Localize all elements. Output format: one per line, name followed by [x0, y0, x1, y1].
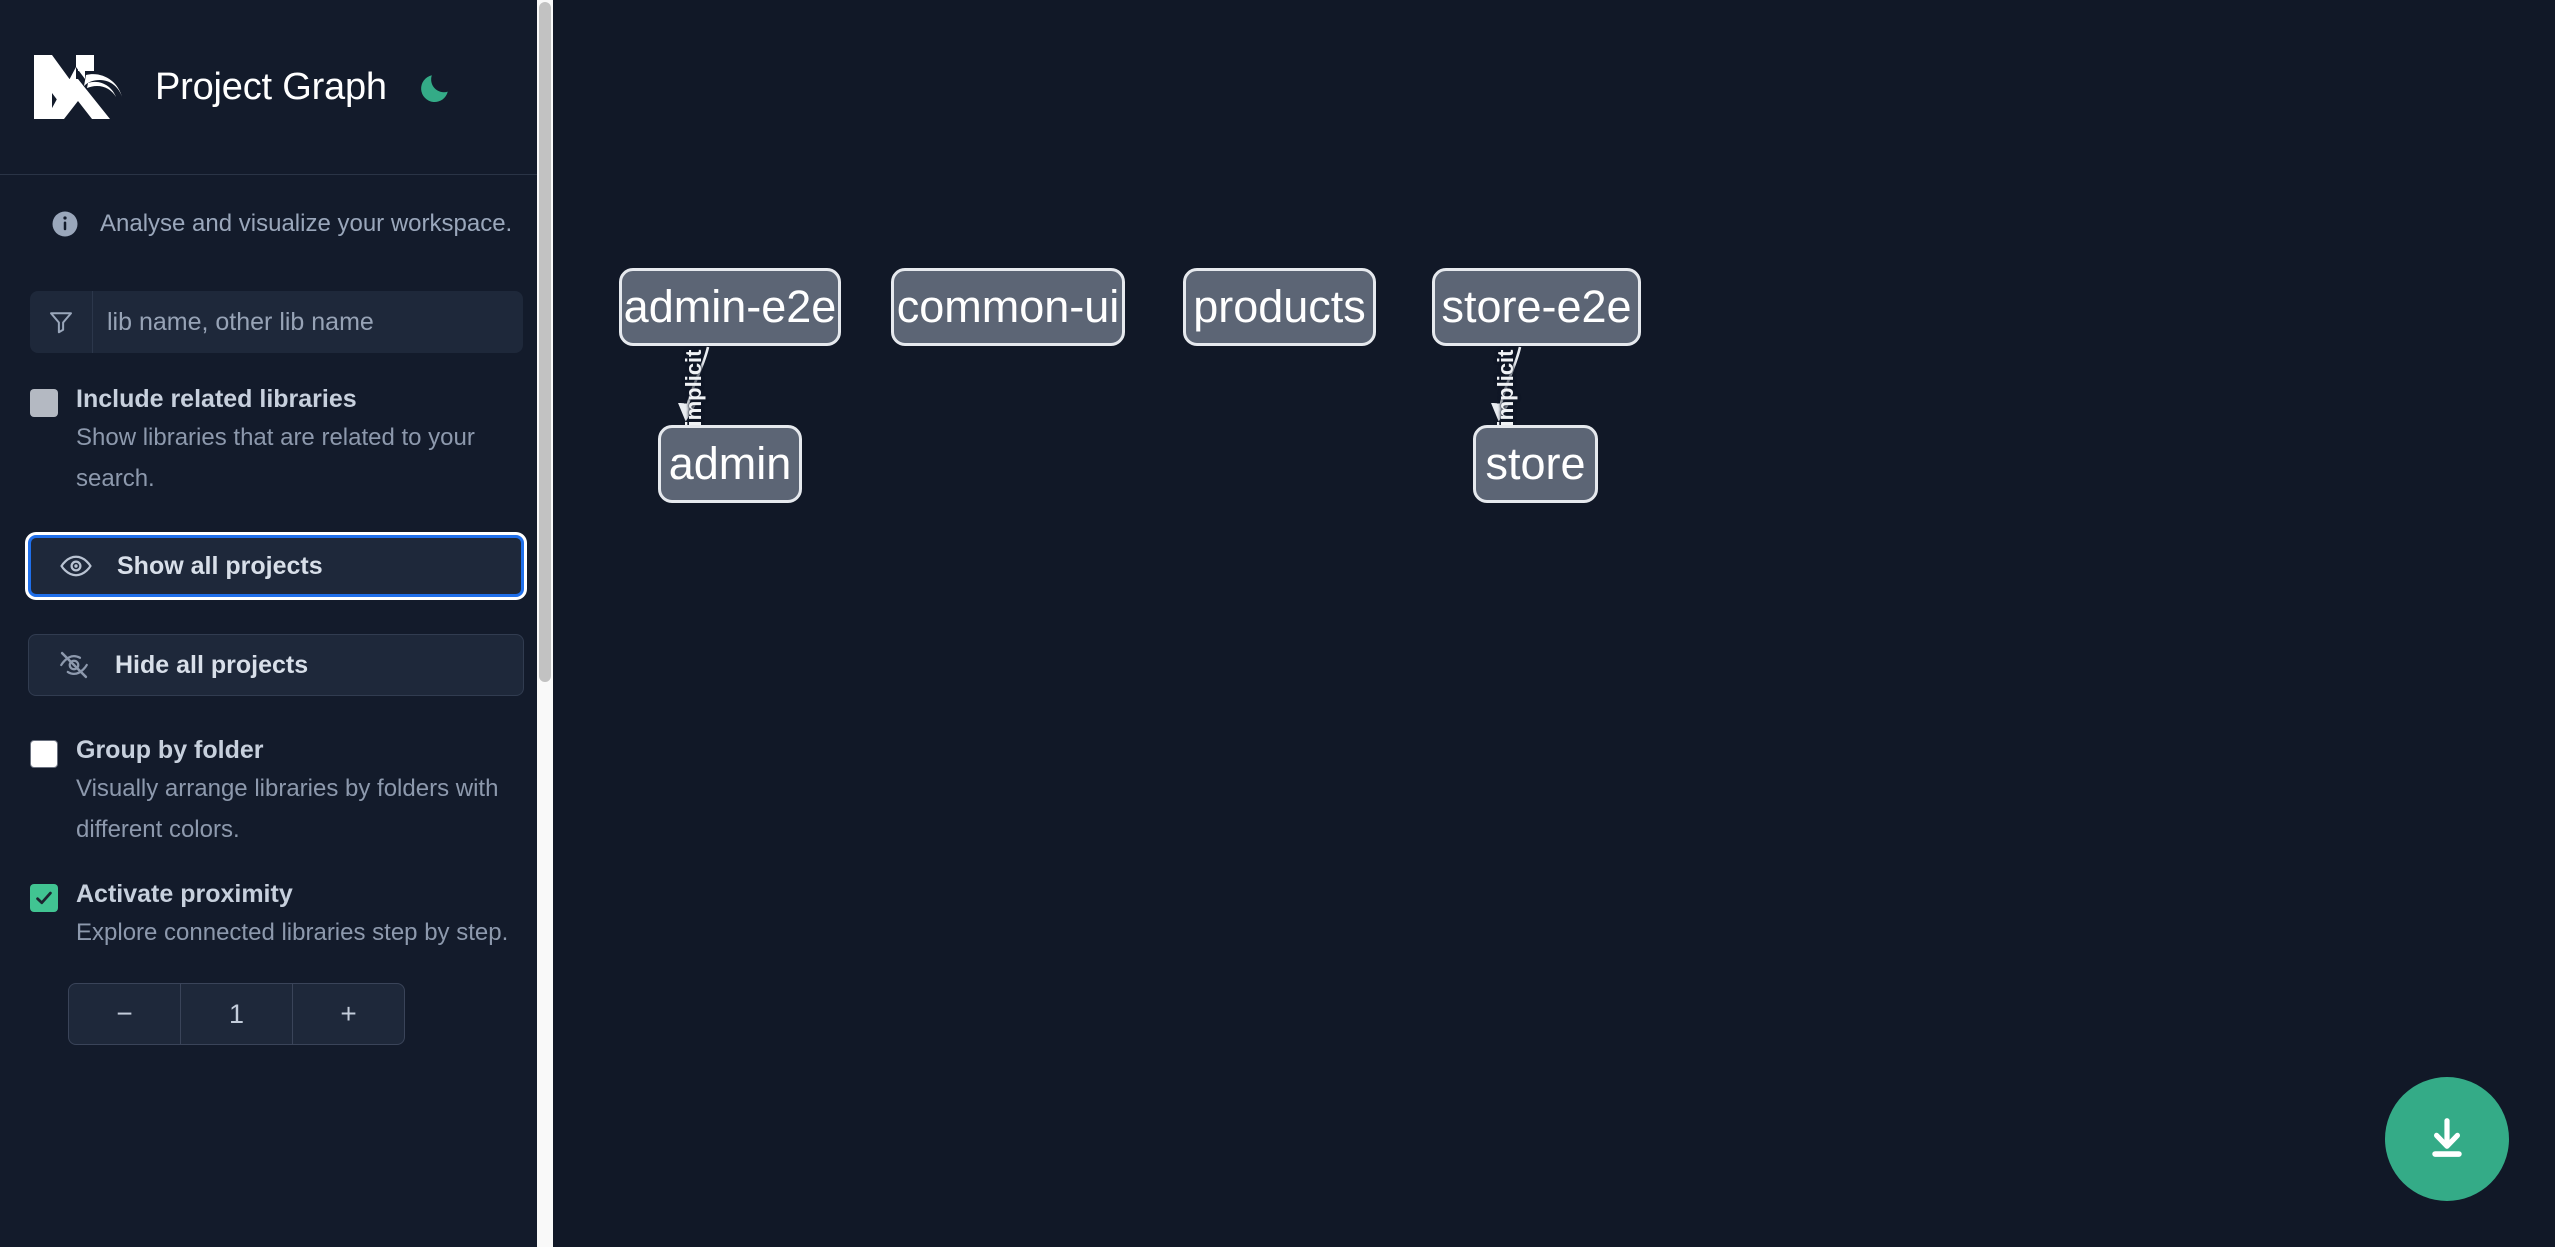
eye-off-icon [57, 648, 91, 682]
graph-node-label: common-ui [896, 281, 1120, 332]
checkbox-group-by-folder[interactable] [30, 740, 58, 768]
graph-canvas[interactable]: implicit implicit admin-e2e admin common… [553, 0, 2555, 1247]
graph-node-store[interactable]: store [1473, 425, 1598, 503]
graph-node-admin-e2e[interactable]: admin-e2e [619, 268, 841, 346]
graph-node-products[interactable]: products [1183, 268, 1376, 346]
sidebar-tagline-text: Analyse and visualize your workspace. [100, 210, 513, 237]
search-input[interactable] [93, 291, 523, 353]
download-icon [2421, 1112, 2473, 1167]
hide-all-projects-button[interactable]: Hide all projects [28, 634, 524, 696]
nx-logo-icon [28, 49, 128, 125]
option-include-related-libraries[interactable]: Include related libraries Show libraries… [0, 383, 553, 499]
option-label: Activate proximity [76, 880, 293, 908]
graph-node-store-e2e[interactable]: store-e2e [1432, 268, 1641, 346]
edge-label-admin-implicit: implicit [681, 349, 706, 427]
eye-icon [59, 549, 93, 583]
hide-all-projects-label: Hide all projects [115, 650, 309, 679]
sidebar-tagline: Analyse and visualize your workspace. [0, 175, 553, 273]
stepper-increment-button[interactable]: + [293, 984, 404, 1044]
show-all-projects-button[interactable]: Show all projects [28, 535, 524, 597]
funnel-filter-icon[interactable] [30, 291, 93, 353]
sidebar: Project Graph Analyse and visualize yo [0, 0, 553, 1247]
checkbox-include-related-libraries[interactable] [30, 389, 58, 417]
option-description: Show libraries that are related to your … [76, 424, 475, 492]
graph-node-admin[interactable]: admin [658, 425, 802, 503]
sidebar-header: Project Graph [0, 0, 553, 175]
option-label: Group by folder [76, 736, 264, 764]
filter-bar [30, 291, 523, 353]
option-label: Include related libraries [76, 385, 357, 413]
option-group-by-folder[interactable]: Group by folder Visually arrange librari… [0, 734, 553, 850]
option-description: Visually arrange libraries by folders wi… [76, 775, 499, 843]
graph-node-label: products [1193, 281, 1366, 332]
graph-node-common-ui[interactable]: common-ui [891, 268, 1125, 346]
option-description: Explore connected libraries step by step… [76, 919, 509, 946]
graph-node-label: admin [668, 438, 792, 489]
option-activate-proximity[interactable]: Activate proximity Explore connected lib… [0, 878, 553, 953]
graph-edges [677, 346, 1522, 422]
edge-label-store-implicit: implicit [1493, 349, 1518, 427]
graph-node-label: admin-e2e [623, 281, 837, 332]
project-visibility-actions: Show all projects Hide all projects [0, 535, 553, 696]
proximity-stepper: − 1 + [68, 983, 405, 1045]
download-button[interactable] [2385, 1077, 2509, 1201]
show-all-projects-label: Show all projects [117, 551, 323, 580]
sidebar-scrollbar[interactable] [537, 0, 553, 1247]
graph-node-label: store [1485, 438, 1586, 489]
page-title: Project Graph [155, 65, 387, 108]
stepper-decrement-button[interactable]: − [69, 984, 180, 1044]
stepper-value: 1 [228, 998, 245, 1029]
graph-node-label: store-e2e [1441, 281, 1632, 332]
moon-icon[interactable] [413, 65, 457, 109]
proximity-stepper-wrap: − 1 + [0, 983, 553, 1045]
sidebar-scrollbar-thumb[interactable] [539, 2, 551, 682]
stepper-divider [180, 984, 181, 1044]
checkbox-activate-proximity[interactable] [30, 884, 58, 912]
stepper-divider [292, 984, 293, 1044]
info-icon [50, 209, 80, 239]
